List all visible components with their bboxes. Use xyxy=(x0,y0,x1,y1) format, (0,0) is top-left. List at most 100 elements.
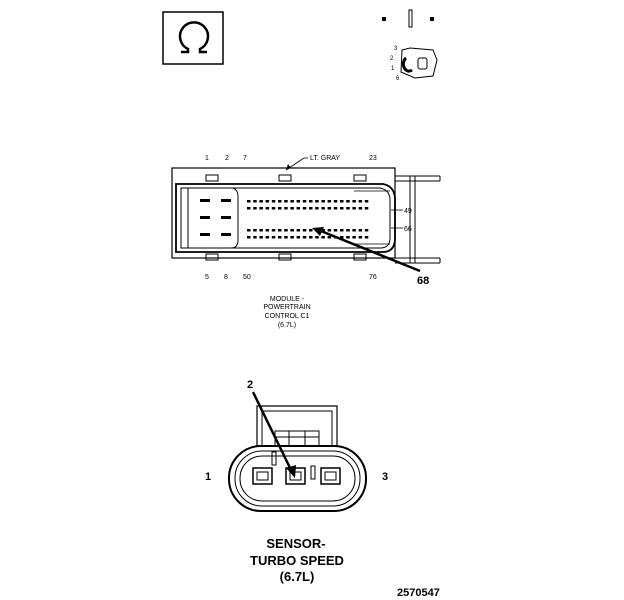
pin-cavity xyxy=(333,207,338,210)
pin-cavity xyxy=(278,207,282,210)
pin-cavity xyxy=(278,236,282,239)
pcm-callout-pin-68: 68 xyxy=(417,275,429,287)
pin-cavity xyxy=(327,229,332,232)
pin-cavity xyxy=(271,229,276,232)
pin-cavity xyxy=(253,236,257,239)
pin-cavity xyxy=(284,229,288,232)
pin-cavity xyxy=(247,200,251,203)
pin-cavity xyxy=(221,233,231,236)
pin-cavity xyxy=(346,236,350,239)
pin-cavity xyxy=(352,229,356,232)
pin-cavity xyxy=(358,200,363,203)
sensor-caption-line-2: TURBO SPEED xyxy=(250,553,344,568)
pin-cavity xyxy=(247,207,251,210)
sensor-connector-drawing xyxy=(228,405,367,512)
pin-cavity xyxy=(296,236,301,239)
pin-cavity xyxy=(333,200,338,203)
pcm-pin-label-bottom-5: 5 xyxy=(205,274,209,281)
pin-cavity xyxy=(321,236,325,239)
pin-cavity xyxy=(340,236,344,239)
pcm-pin-label-bottom-8: 8 xyxy=(224,274,228,281)
pin-cavity xyxy=(340,207,344,210)
pin-cavity xyxy=(315,207,319,210)
pin-cavity xyxy=(309,207,313,210)
pin-cavity xyxy=(296,229,301,232)
pin-cavity xyxy=(352,200,356,203)
pin-cavity xyxy=(284,236,288,239)
pin-cavity xyxy=(309,229,313,232)
pin-cavity xyxy=(302,229,307,232)
color-label-leader xyxy=(285,157,308,171)
pin-cavity xyxy=(265,207,270,210)
pcm-pin-label-bottom-76: 76 xyxy=(369,274,377,281)
pin-cavity xyxy=(340,229,344,232)
locator-label-a: 3 xyxy=(394,46,398,52)
pin-cavity xyxy=(327,207,332,210)
sensor-side-label-1: 1 xyxy=(205,471,211,483)
pin-cavity xyxy=(265,236,270,239)
pin-cavity xyxy=(271,200,276,203)
pin-cavity xyxy=(309,200,313,203)
figure-id: 2570547 xyxy=(397,587,440,599)
pin-cavity xyxy=(247,236,251,239)
pin-cavity xyxy=(364,200,369,203)
omega-symbol-icon xyxy=(162,11,224,65)
pcm-pin-label-right-66: 66 xyxy=(404,226,412,233)
pcm-pin-label-top-2: 2 xyxy=(225,155,229,162)
pin-cavity xyxy=(302,236,307,239)
locator-label-b: 2 xyxy=(390,56,394,62)
pcm-connector-drawing xyxy=(171,167,441,264)
pcm-caption-line-3: CONTROL C1 xyxy=(265,313,310,320)
pin-cavity xyxy=(346,229,350,232)
pin-cavity xyxy=(296,207,301,210)
pin-cavity xyxy=(364,229,369,232)
pin-cavity xyxy=(364,207,369,210)
pcm-caption-line-2: POWERTRAIN xyxy=(263,304,310,311)
pin-cavity xyxy=(290,229,294,232)
pin-cavity xyxy=(259,200,263,203)
pin-cavity xyxy=(265,229,270,232)
pin-2-leader xyxy=(251,391,296,478)
pin-cavity xyxy=(200,233,210,236)
pin-cavity xyxy=(200,216,210,219)
pin-cavity xyxy=(259,236,263,239)
pin-cavity xyxy=(358,207,363,210)
pin-cavity xyxy=(309,236,313,239)
connector-color-label: LT. GRAY xyxy=(310,155,340,162)
pin-cavity xyxy=(247,229,251,232)
pcm-caption-line-1: MODULE - xyxy=(270,296,305,303)
pin-cavity xyxy=(290,236,294,239)
pcm-pin-label-top-7: 7 xyxy=(243,155,247,162)
pin-cavity xyxy=(265,200,270,203)
pin-cavity xyxy=(315,200,319,203)
locator-label-d: 6 xyxy=(396,76,400,82)
pin-cavity xyxy=(284,207,288,210)
sensor-side-label-3: 3 xyxy=(382,471,388,483)
pin-cavity xyxy=(327,236,332,239)
pin-cavity xyxy=(284,200,288,203)
pin-cavity xyxy=(346,207,350,210)
pin-cavity xyxy=(253,229,257,232)
pin-cavity xyxy=(278,200,282,203)
pin-cavity xyxy=(253,200,257,203)
pin-cavity xyxy=(271,236,276,239)
sensor-callout-pin-2: 2 xyxy=(247,379,253,391)
pin-cavity xyxy=(290,200,294,203)
locator-label-c: 1 xyxy=(391,66,395,72)
pin-cavity xyxy=(253,207,257,210)
pin-cavity xyxy=(259,207,263,210)
pin-cavity xyxy=(346,200,350,203)
pcm-pin-label-right-49: 49 xyxy=(404,208,412,215)
pin-cavity xyxy=(321,200,325,203)
pcm-pin-label-bottom-50: 50 xyxy=(243,274,251,281)
pin-cavity xyxy=(321,207,325,210)
pcm-caption-line-4: (6.7L) xyxy=(278,322,296,329)
pin-cavity xyxy=(358,229,363,232)
pin-cavity xyxy=(290,207,294,210)
pin-cavity xyxy=(278,229,282,232)
pin-cavity xyxy=(302,207,307,210)
pin-cavity xyxy=(315,236,319,239)
pin-cavity xyxy=(200,199,210,202)
pin-cavity xyxy=(358,236,363,239)
